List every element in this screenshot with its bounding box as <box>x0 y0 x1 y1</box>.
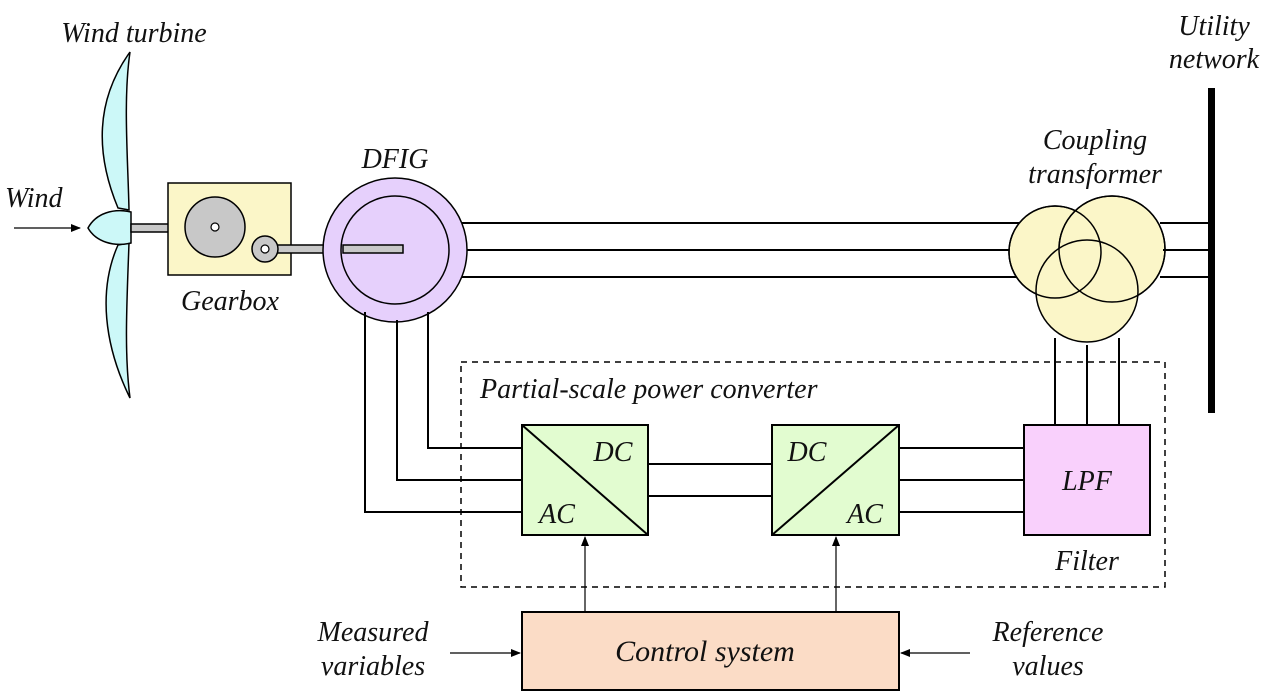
dc-link <box>648 463 772 497</box>
filter-label: Filter <box>1054 546 1119 577</box>
converter-filter-lines <box>899 447 1024 513</box>
lpf-filter-block <box>1023 424 1151 536</box>
ac-label-rotor-side: AC <box>537 499 575 530</box>
dfig-rotor <box>340 195 450 305</box>
lpf-label: LPF <box>1061 466 1113 497</box>
stator-lines <box>462 222 1037 278</box>
dc-label-grid-side: DC <box>787 437 827 468</box>
rotor-side-converter <box>521 424 649 536</box>
transformer-winding-bottom <box>1035 239 1139 343</box>
gearbox-label: Gearbox <box>181 286 280 317</box>
control-system-label: Control system <box>615 635 795 668</box>
dfig-label: DFIG <box>361 144 429 175</box>
dfig-shaft <box>342 244 404 254</box>
measured-variables-label-1: Measured <box>317 617 430 648</box>
lower-blade <box>105 242 131 399</box>
turbine-hub <box>87 209 132 246</box>
wind-turbine <box>87 51 189 399</box>
utility-network-label-2: network <box>1169 44 1260 75</box>
ac-label-grid-side: AC <box>845 499 883 530</box>
reference-values-label-2: values <box>1012 651 1084 682</box>
control-system-block <box>521 611 900 691</box>
small-gear-axle <box>260 244 270 254</box>
dc-label-rotor-side: DC <box>593 437 633 468</box>
wind-turbine-label: Wind turbine <box>61 18 206 49</box>
dfig-generator <box>322 177 468 323</box>
coupling-transformer-label-1: Coupling <box>1043 125 1147 156</box>
wind-label: Wind <box>5 183 64 214</box>
measured-variables-label-2: variables <box>321 651 425 682</box>
rotor-lines <box>364 312 522 513</box>
coupling-transformer-label-2: transformer <box>1028 159 1162 190</box>
utility-network-label-1: Utility <box>1178 11 1250 42</box>
reference-values-label-1: Reference <box>992 617 1104 648</box>
converter-boundary <box>460 361 1166 588</box>
converter-title: Partial-scale power converter <box>479 374 818 405</box>
grid-side-converter <box>771 424 900 536</box>
coupling-transformer <box>1008 195 1212 425</box>
large-gear-axle <box>210 222 220 232</box>
utility-network-bus <box>1208 88 1215 413</box>
gearbox <box>167 182 404 276</box>
upper-blade <box>101 51 131 211</box>
